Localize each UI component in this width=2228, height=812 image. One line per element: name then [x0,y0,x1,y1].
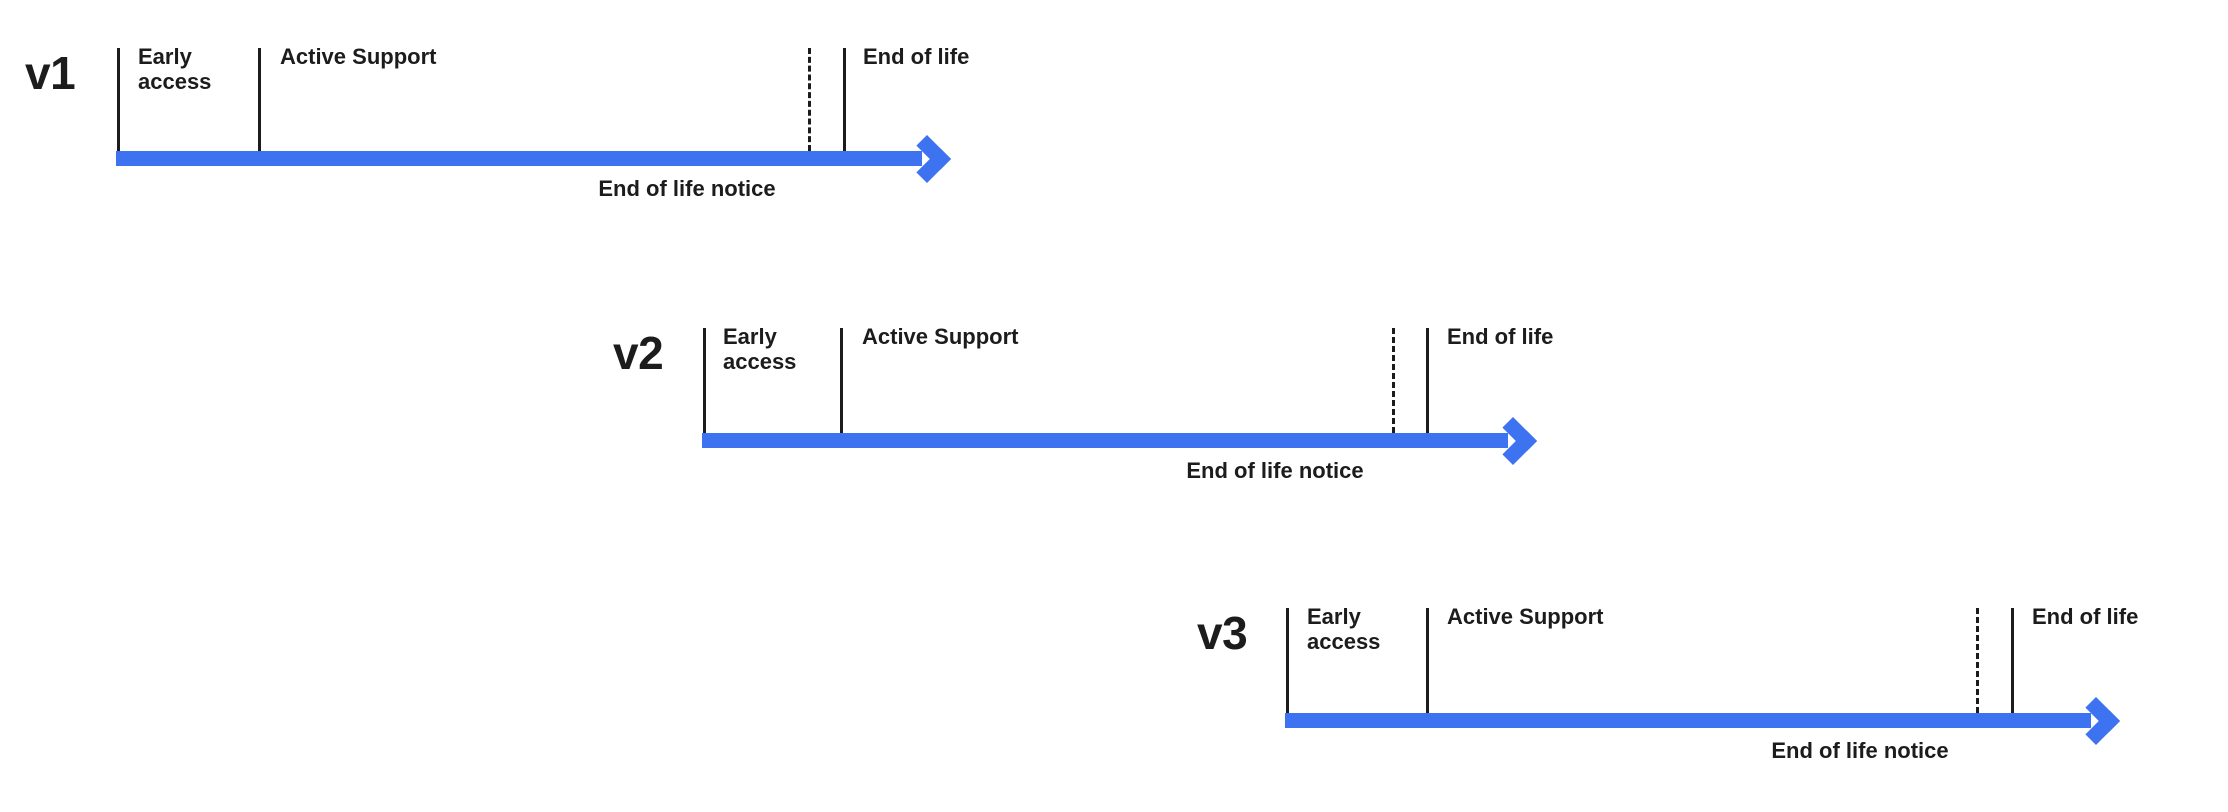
phase-label-active-support-v3: Active Support [1447,604,1604,629]
divider-end-of-life-notice-v2 [1392,328,1395,433]
divider-early-access-start-v3 [1286,608,1289,713]
divider-early-access-start-v2 [703,328,706,433]
divider-end-of-life-start-v2 [1426,328,1429,433]
phase-label-end-of-life-v2: End of life [1447,324,1554,349]
timeline-arrow-v1 [116,134,952,183]
divider-end-of-life-notice-v3 [1976,608,1979,713]
divider-active-support-start-v2 [840,328,843,433]
timeline-arrow-shaft-v1 [116,151,922,166]
divider-active-support-start-v3 [1426,608,1429,713]
phase-label-end-of-life-v3: End of life [2032,604,2139,629]
phase-label-early-access-v3: Early access [1307,604,1381,655]
timeline-arrow-shaft-v3 [1285,713,2091,728]
divider-end-of-life-start-v3 [2011,608,2014,713]
phase-label-end-of-life-v1: End of life [863,44,970,69]
timeline-arrow-v2 [702,416,1538,465]
arrow-head-icon-v1 [902,134,952,183]
end-of-life-notice-label-v1: End of life notice [598,176,776,201]
divider-early-access-start-v1 [117,48,120,151]
arrow-head-icon-v2 [1488,416,1538,465]
end-of-life-notice-label-v2: End of life notice [1186,458,1364,483]
arrow-head-icon-v3 [2071,696,2121,745]
timeline-arrow-shaft-v2 [702,433,1508,448]
phase-label-early-access-v2: Early access [723,324,797,375]
version-label-v3: v3 [1197,607,1248,659]
version-label-v1: v1 [25,47,76,99]
phase-label-active-support-v1: Active Support [280,44,437,69]
divider-active-support-start-v1 [258,48,261,151]
phase-label-early-access-v1: Early access [138,44,212,95]
timeline-arrow-v3 [1285,696,2121,745]
end-of-life-notice-label-v3: End of life notice [1771,738,1949,763]
divider-end-of-life-notice-v1 [808,48,811,151]
phase-label-active-support-v2: Active Support [862,324,1019,349]
divider-end-of-life-start-v1 [843,48,846,151]
version-label-v2: v2 [613,327,664,379]
